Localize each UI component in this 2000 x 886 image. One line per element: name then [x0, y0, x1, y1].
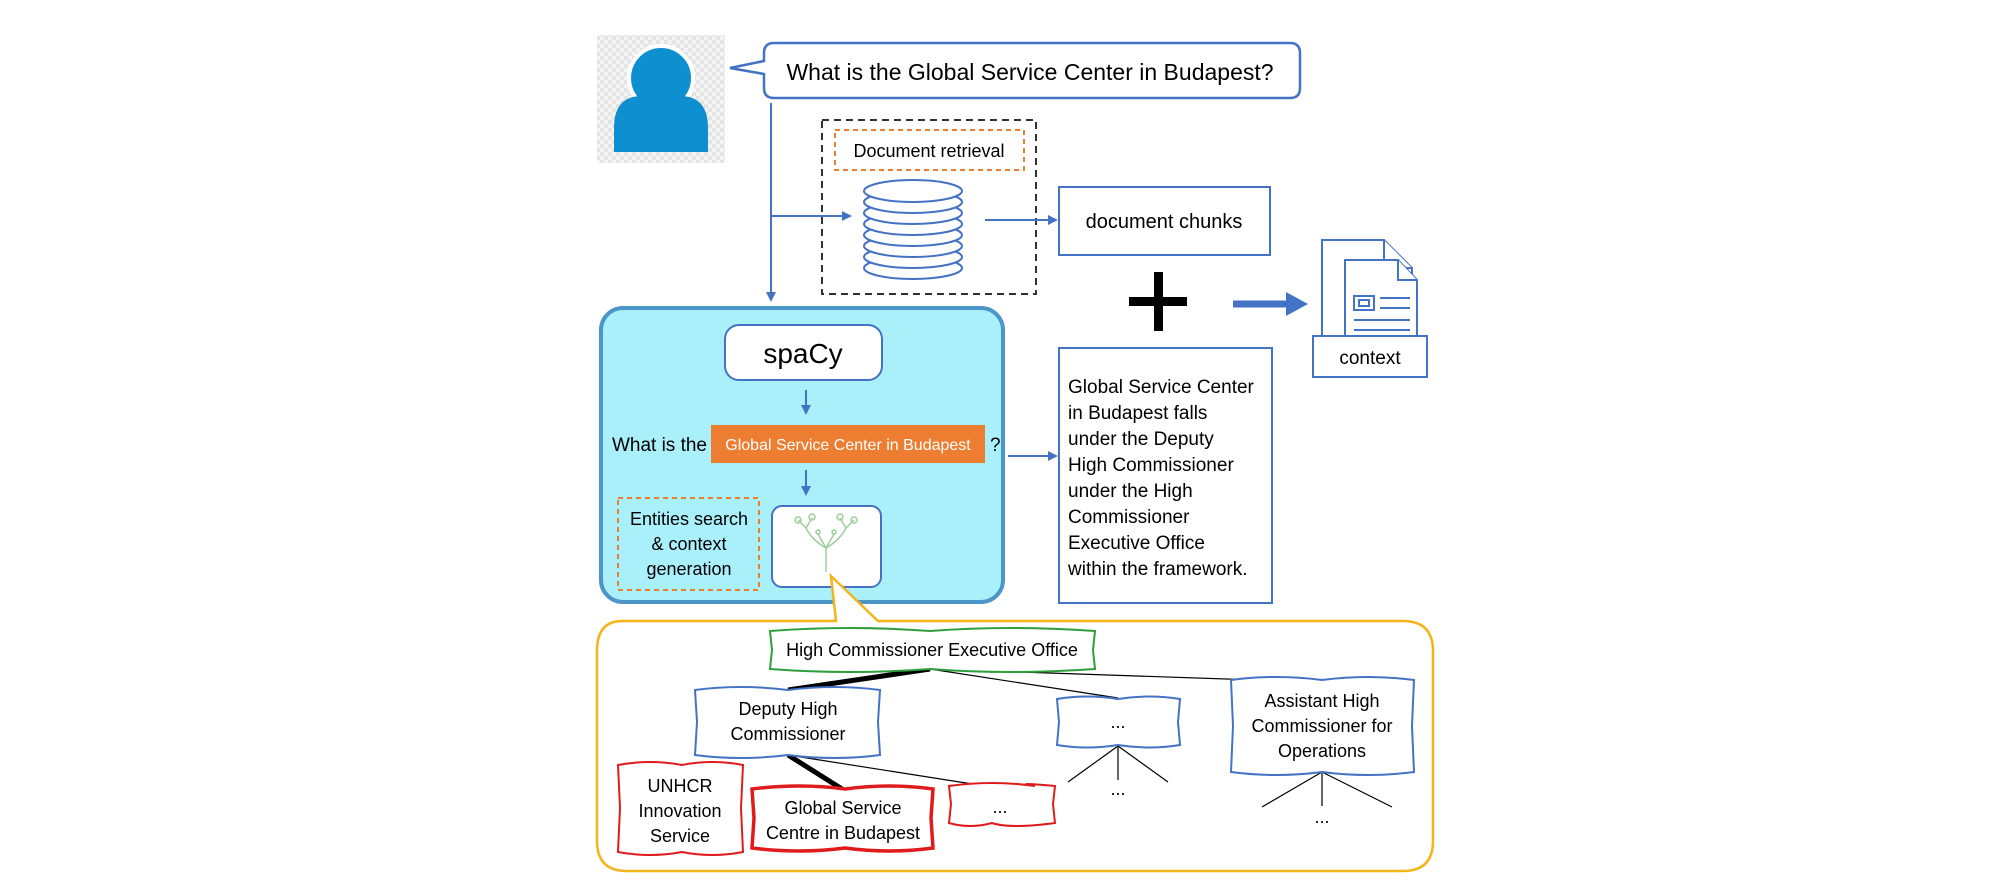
node-unhcr-label-2: Innovation — [638, 801, 721, 821]
node-unhcr-label-1: UNHCR — [648, 776, 713, 796]
question-text: What is the Global Service Center in Bud… — [786, 59, 1273, 85]
node-gsc-label-2: Centre in Budapest — [766, 823, 920, 843]
question-flow-arrows — [766, 103, 852, 302]
entity-highlight — [711, 425, 985, 463]
generated-context-line-1: Global Service Center — [1068, 377, 1255, 398]
node-middle-ellipsis-label: ... — [1110, 712, 1125, 732]
document-retrieval-group: Document retrieval — [821, 119, 1058, 295]
context-label: context — [1339, 348, 1401, 369]
spacy-panel: spaCy What is the Global Service Center … — [599, 306, 1005, 604]
node-assistant-high-commissioner — [1229, 676, 1416, 776]
arrow-to-context — [1233, 292, 1308, 316]
user-icon-body — [614, 96, 708, 152]
node-assistant-label-3: Operations — [1278, 741, 1366, 761]
node-assistant-label-1: Assistant High — [1264, 691, 1379, 711]
parsed-question-suffix: ? — [990, 435, 1001, 456]
sub-ellipsis-middle: ... — [1110, 779, 1125, 799]
parsed-question-prefix: What is the — [612, 435, 707, 456]
node-high-commissioner-executive-office — [768, 627, 1097, 673]
context-label-box — [1312, 335, 1428, 378]
hierarchy-connectors — [786, 666, 1393, 808]
node-deputy-high-commissioner — [693, 686, 882, 759]
database-icon — [863, 179, 963, 280]
generated-context-box: Global Service Center in Budapest falls … — [1058, 347, 1273, 604]
document-chunks-box — [1058, 186, 1271, 256]
retrieval-label: Document retrieval — [853, 141, 1004, 161]
knowledge-tree-icon — [794, 513, 858, 572]
user-avatar — [597, 35, 725, 163]
node-global-service-centre — [750, 784, 935, 853]
node-assistant-label-2: Commissioner for — [1251, 716, 1392, 736]
question-bubble: What is the Global Service Center in Bud… — [729, 41, 1302, 100]
entities-search-line-3: generation — [646, 559, 731, 579]
hierarchy-callout: High Commissioner Executive Office Deput… — [595, 572, 1435, 873]
node-root-label: High Commissioner Executive Office — [786, 640, 1078, 660]
retrieval-label-box — [834, 129, 1025, 171]
node-unhcr-innovation-service — [616, 761, 745, 856]
generated-context-line-7: Executive Office — [1068, 533, 1205, 554]
document-chunks-label: document chunks — [1086, 211, 1243, 233]
entity-text: Global Service Center in Budapest — [725, 437, 971, 454]
generated-context-line-8: within the framework. — [1067, 559, 1248, 580]
context-document-icon — [1321, 239, 1418, 356]
spacy-label: spaCy — [763, 338, 842, 369]
entities-search-line-1: Entities search — [630, 509, 748, 529]
node-leaf-ellipsis-label: ... — [992, 797, 1007, 817]
generated-context-line-5: under the High — [1068, 481, 1193, 502]
plus-icon — [1129, 272, 1187, 331]
generated-context-line-3: under the Deputy — [1068, 429, 1214, 450]
node-deputy-label-2: Commissioner — [730, 724, 845, 744]
node-middle-ellipsis — [1055, 695, 1182, 749]
node-leaf-ellipsis — [947, 782, 1057, 827]
sub-ellipsis-right: ... — [1314, 807, 1329, 827]
node-gsc-label-1: Global Service — [784, 798, 901, 818]
retrieval-dashed-frame — [821, 119, 1037, 295]
generated-context-line-6: Commissioner — [1068, 507, 1190, 528]
node-deputy-label-1: Deputy High — [738, 699, 837, 719]
entities-search-line-2: & context — [651, 534, 726, 554]
generated-context-line-4: High Commissioner — [1068, 455, 1234, 476]
spacy-box — [724, 324, 883, 381]
generated-context-line-2: in Budapest falls — [1068, 403, 1207, 424]
node-unhcr-label-3: Service — [650, 826, 710, 846]
